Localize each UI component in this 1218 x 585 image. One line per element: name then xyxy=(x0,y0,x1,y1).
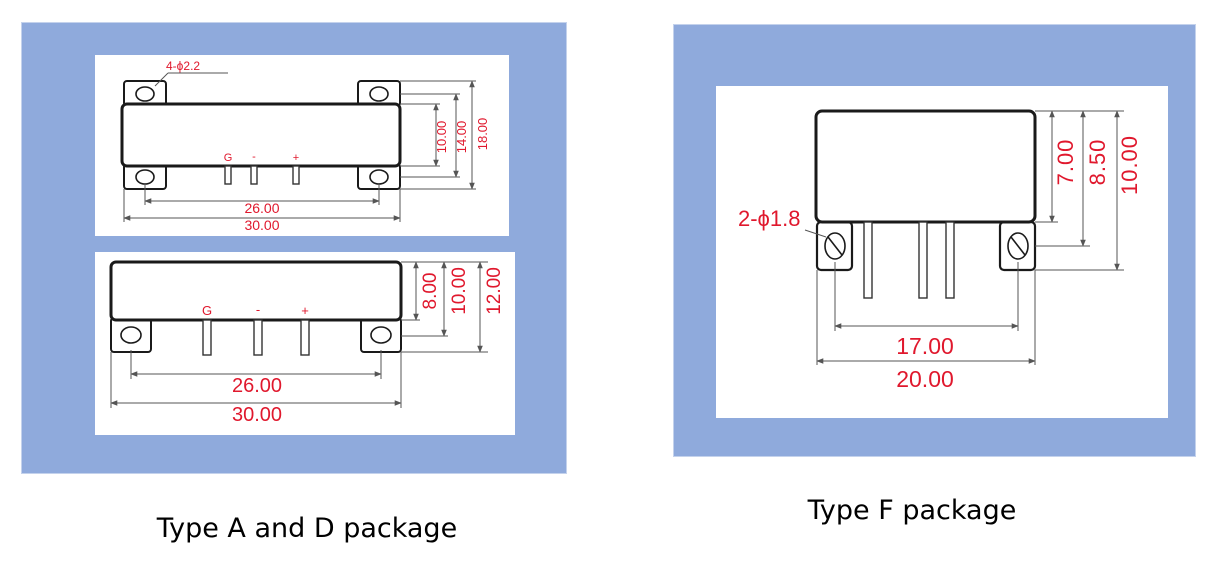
pin-label-g: G xyxy=(202,303,212,318)
dim-hole-pitch: 26.00 xyxy=(232,375,282,397)
dim-overall-width: 20.00 xyxy=(896,366,954,392)
mount-hole xyxy=(135,86,155,102)
dim-body-height: 7.00 xyxy=(1053,139,1078,186)
pin-label-plus: + xyxy=(301,303,309,318)
pin-plus xyxy=(292,165,300,185)
dim-outer-height: 12.00 xyxy=(484,267,505,315)
pin-g xyxy=(202,319,212,356)
ear-right xyxy=(360,317,402,353)
pin-label-plus: + xyxy=(293,152,299,164)
mount-hole xyxy=(369,86,389,102)
mount-hole xyxy=(369,169,389,185)
dim-mid-height: 10.00 xyxy=(449,267,470,315)
ear-top-right xyxy=(357,80,401,107)
mount-hole xyxy=(120,326,142,344)
pin-plus xyxy=(300,319,310,356)
dim-outer-height: 10.00 xyxy=(1117,135,1142,195)
pin-label-minus: - xyxy=(256,302,260,317)
dim-mid-height: 14.00 xyxy=(454,121,469,154)
pin-3 xyxy=(945,221,955,299)
type-ad-top-view: G - + 4-ϕ2.2 10.00 14.00 18.00 xyxy=(120,59,490,233)
ear-top-left xyxy=(123,80,167,107)
mount-hole xyxy=(824,232,846,260)
dim-hole-pitch: 17.00 xyxy=(896,333,954,359)
pin-label-minus: - xyxy=(252,151,256,163)
pin-minus xyxy=(253,319,263,356)
mount-hole xyxy=(370,326,392,344)
pin-2 xyxy=(918,221,928,299)
module-body xyxy=(814,109,1037,224)
module-body xyxy=(120,102,402,168)
dim-outer-height: 18.00 xyxy=(475,118,490,151)
pin-minus xyxy=(250,165,258,185)
type-ad-side-view: G - + 8.00 10.00 12.00 26.00 30.00 xyxy=(109,260,505,426)
pin-1 xyxy=(863,221,873,299)
type-f-view: 2-ϕ1.8 7.00 8.50 10.00 17.00 20.00 xyxy=(738,109,1142,392)
type-ad-caption: Type A and D package xyxy=(156,513,458,544)
dim-inner-height: 10.00 xyxy=(434,121,449,154)
pin-g xyxy=(224,165,232,185)
dim-hole-pitch: 26.00 xyxy=(244,200,279,216)
dim-overall-width: 30.00 xyxy=(244,217,279,233)
mount-hole xyxy=(135,169,155,185)
hole-callout-label: 2-ϕ1.8 xyxy=(738,206,800,231)
mount-hole xyxy=(1007,232,1029,260)
ear-left xyxy=(110,317,152,353)
type-f-caption: Type F package xyxy=(807,495,1017,526)
hole-callout-label: 4-ϕ2.2 xyxy=(166,59,200,73)
dim-body-height: 8.00 xyxy=(420,273,441,310)
dim-overall-width: 30.00 xyxy=(232,404,282,426)
dim-mid-height: 8.50 xyxy=(1085,139,1110,186)
pin-label-g: G xyxy=(224,152,233,164)
